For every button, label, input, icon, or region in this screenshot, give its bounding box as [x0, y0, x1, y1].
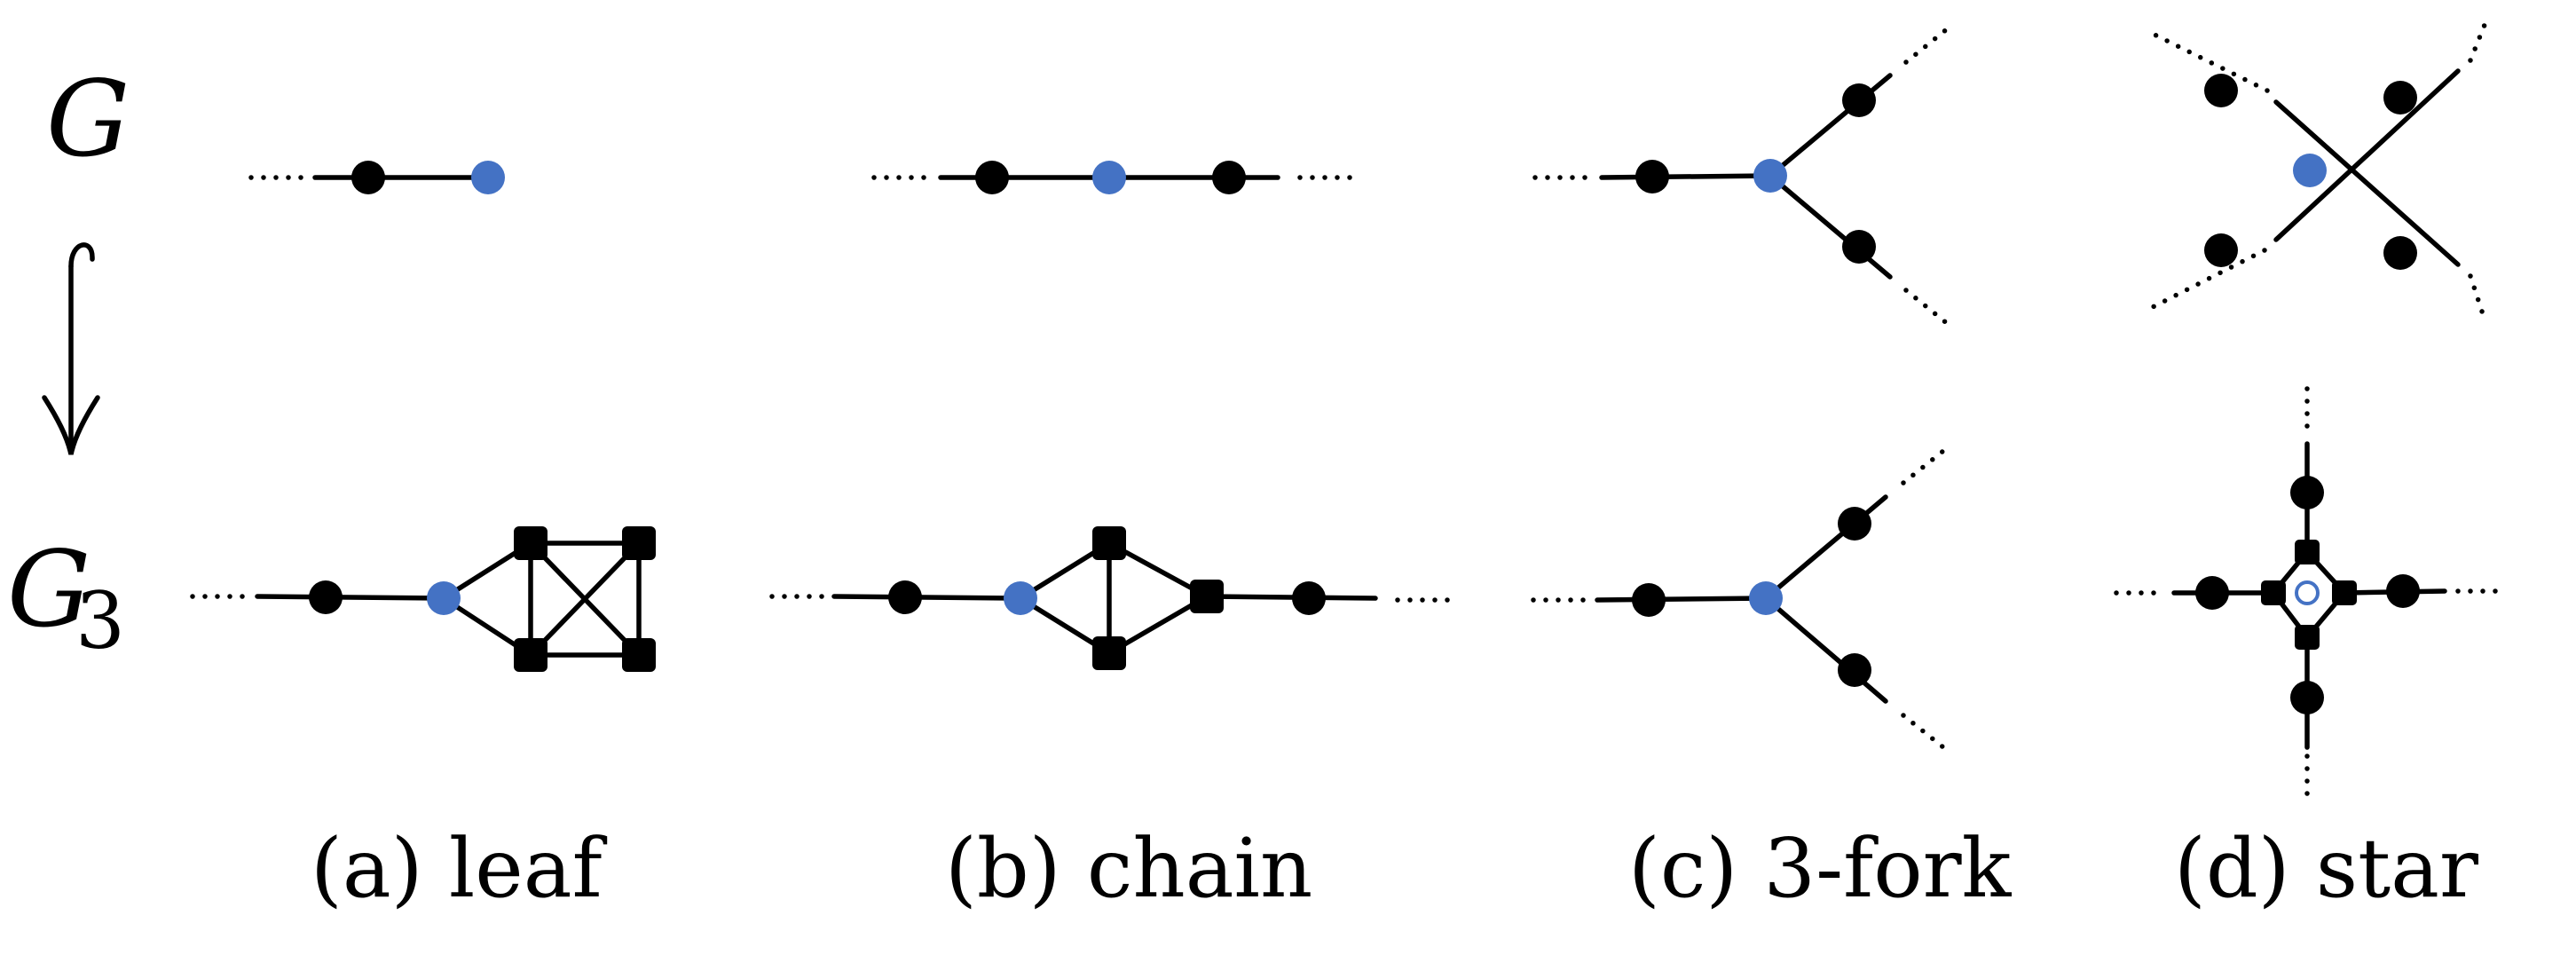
edge [2273, 68, 2461, 242]
vertex [2290, 681, 2324, 714]
vertex [1635, 160, 1669, 193]
dotted-continuation [1901, 448, 1946, 485]
chain-g-graph [871, 161, 1356, 194]
panel-3-fork: (c) 3-fork [1531, 26, 2013, 916]
vertex [2383, 236, 2417, 270]
vertex [2290, 476, 2324, 509]
star-g3-graph [2114, 386, 2509, 806]
dotted-continuation [1901, 713, 1946, 750]
edge [1763, 494, 1888, 601]
caption-leaf: (a) leaf [311, 821, 608, 916]
vertex [1632, 583, 1666, 617]
fork-g-graph [1532, 26, 1950, 327]
leaf-g3-graph [190, 526, 656, 672]
row-label-g3-subscript: 3 [75, 575, 125, 667]
row-label-g: G [46, 58, 130, 180]
dotted-continuation [2145, 28, 2270, 93]
edge [528, 541, 642, 658]
hook-arrow-down-icon [42, 242, 100, 455]
edge [1599, 173, 1773, 180]
dotted-continuation [1903, 288, 1950, 327]
dotted-continuation [1903, 26, 1950, 65]
fork-g3-graph [1531, 448, 1946, 750]
highlighted-vertex [1753, 159, 1787, 193]
leaf-g-graph [248, 161, 505, 194]
caption-star: (d) star [2174, 821, 2478, 916]
chain-g3-graph [769, 526, 1453, 670]
panel-star: (d) star [2114, 22, 2509, 916]
row-label-g3: G 3 [7, 528, 125, 667]
edge [255, 594, 446, 601]
dotted-continuation [2468, 273, 2487, 322]
vertex [975, 161, 1009, 194]
vertex [351, 161, 385, 194]
vertex [1292, 581, 1326, 615]
edge [1204, 594, 1378, 601]
edge [2273, 99, 2461, 267]
square-vertex [1092, 526, 1126, 560]
square-vertex [622, 638, 656, 672]
star-g-graph [2143, 22, 2487, 322]
highlighted-vertex [1749, 581, 1783, 615]
square-vertex [1190, 580, 1224, 613]
highlighted-vertex [1092, 161, 1126, 194]
vertex [2383, 81, 2417, 114]
vertex [2204, 233, 2238, 267]
square-vertex [514, 638, 547, 672]
vertex [1842, 230, 1876, 264]
square-vertex [622, 526, 656, 560]
vertex [2195, 576, 2229, 610]
square-vertex [2295, 540, 2320, 564]
vertex [1212, 161, 1246, 194]
highlighted-vertex [1004, 581, 1037, 615]
vertex [1838, 653, 1871, 687]
caption-chain: (b) chain [945, 821, 1312, 916]
vertex [2386, 574, 2420, 608]
vertex [2204, 74, 2238, 107]
edge [1763, 596, 1888, 704]
panel-leaf: (a) leaf [190, 161, 656, 916]
edge [831, 594, 1023, 601]
edge [1595, 596, 1769, 603]
row-label-g3-main: G [7, 528, 91, 651]
highlighted-vertex [427, 581, 461, 615]
hollow-highlighted-vertex [2295, 580, 2320, 605]
vertex [1842, 83, 1876, 117]
square-vertex [2261, 580, 2286, 605]
dotted-continuation [2468, 22, 2487, 63]
highlighted-vertex [2293, 154, 2327, 187]
panel-chain: (b) chain [769, 161, 1453, 916]
highlighted-vertex [471, 161, 505, 194]
square-vertex [2295, 625, 2320, 650]
vertex [888, 580, 922, 614]
square-vertex [2332, 580, 2357, 605]
dotted-continuation [2143, 248, 2267, 313]
vertex [1838, 507, 1871, 541]
vertex [309, 580, 343, 614]
square-vertex [1092, 636, 1126, 670]
edge [1768, 173, 1893, 280]
caption-3-fork: (c) 3-fork [1628, 821, 2013, 916]
square-vertex [514, 526, 547, 560]
